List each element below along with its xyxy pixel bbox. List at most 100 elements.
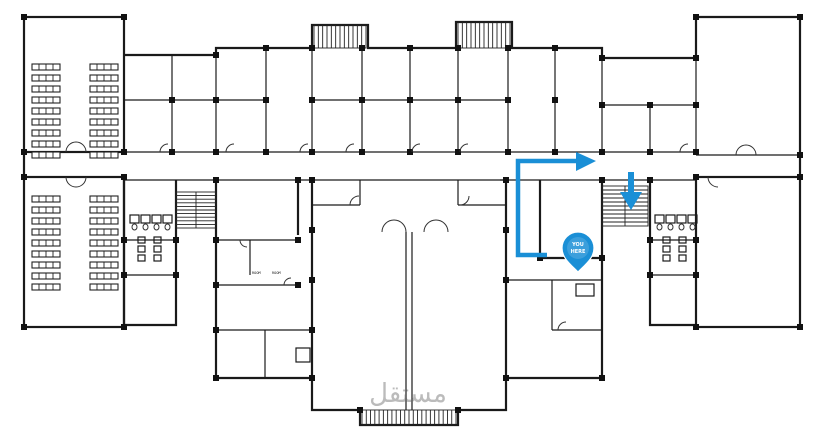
- column: [309, 177, 315, 183]
- column: [797, 174, 803, 180]
- column: [213, 282, 219, 288]
- column: [169, 149, 175, 155]
- column: [647, 272, 653, 278]
- column: [537, 255, 543, 261]
- toilet-icon: [667, 223, 674, 231]
- column: [309, 277, 315, 283]
- column: [693, 174, 699, 180]
- column: [121, 324, 127, 330]
- column: [599, 102, 605, 108]
- column: [169, 97, 175, 103]
- classroom-desks: [31, 63, 119, 291]
- toilet-stall: [665, 214, 676, 224]
- toilet-stall: [687, 214, 698, 224]
- column: [505, 149, 511, 155]
- column: [693, 324, 699, 330]
- stairs: [175, 21, 649, 426]
- column: [693, 102, 699, 108]
- column: [503, 375, 509, 381]
- column: [693, 14, 699, 20]
- marker-text-top: YOU: [571, 242, 584, 248]
- column: [121, 272, 127, 278]
- column: [213, 149, 219, 155]
- restroom-fixtures: [129, 214, 698, 363]
- column: [295, 282, 301, 288]
- column: [121, 174, 127, 180]
- stall: [662, 254, 671, 262]
- column: [407, 149, 413, 155]
- column: [213, 97, 219, 103]
- column: [213, 237, 219, 243]
- toilet-icon: [131, 223, 138, 231]
- route-arrow-icon: [576, 152, 596, 171]
- room-tag-2: ROOM: [272, 271, 281, 275]
- stall: [153, 254, 162, 262]
- toilet-stall: [129, 214, 140, 224]
- column: [309, 327, 315, 333]
- column: [295, 237, 301, 243]
- column: [599, 375, 605, 381]
- column: [21, 14, 27, 20]
- column: [455, 149, 461, 155]
- column: [647, 237, 653, 243]
- column: [121, 149, 127, 155]
- column: [455, 97, 461, 103]
- column: [647, 177, 653, 183]
- column: [263, 45, 269, 51]
- column: [503, 227, 509, 233]
- column: [213, 375, 219, 381]
- column: [797, 152, 803, 158]
- route-path: [515, 152, 596, 258]
- doors: [65, 141, 757, 331]
- column: [503, 177, 509, 183]
- column: [505, 97, 511, 103]
- stall: [678, 245, 687, 253]
- structural-columns: [21, 14, 803, 413]
- column: [693, 55, 699, 61]
- column: [121, 237, 127, 243]
- column: [552, 45, 558, 51]
- outer-walls: [22, 15, 802, 427]
- column: [359, 97, 365, 103]
- stall: [153, 245, 162, 253]
- column: [359, 149, 365, 155]
- toilet-icon: [689, 223, 696, 231]
- column: [173, 272, 179, 278]
- column: [693, 149, 699, 155]
- column: [797, 14, 803, 20]
- toilet-icon: [678, 223, 685, 231]
- toilet-stall: [151, 214, 162, 224]
- column: [407, 97, 413, 103]
- column: [505, 45, 511, 51]
- column: [21, 324, 27, 330]
- column: [213, 52, 219, 58]
- toilet-icon: [164, 223, 171, 231]
- toilet-stall: [654, 214, 665, 224]
- column: [295, 177, 301, 183]
- column: [552, 97, 558, 103]
- toilet-icon: [153, 223, 160, 231]
- column: [552, 149, 558, 155]
- toilet-stall: [162, 214, 173, 224]
- marker-text-bottom: HERE: [571, 249, 586, 255]
- column: [647, 102, 653, 108]
- column: [503, 277, 509, 283]
- column: [309, 45, 315, 51]
- column: [21, 174, 27, 180]
- column: [309, 375, 315, 381]
- column: [213, 327, 219, 333]
- column: [693, 272, 699, 278]
- toilet-icon: [142, 223, 149, 231]
- location-pin-icon[interactable]: YOU HERE: [561, 231, 595, 273]
- watermark: مستقل: [369, 379, 447, 409]
- stall: [662, 245, 671, 253]
- column: [455, 407, 461, 413]
- column: [693, 237, 699, 243]
- stall: [137, 254, 146, 262]
- column: [647, 149, 653, 155]
- column: [599, 255, 605, 261]
- toilet-icon: [656, 223, 663, 231]
- column: [357, 407, 363, 413]
- column: [213, 177, 219, 183]
- column: [309, 97, 315, 103]
